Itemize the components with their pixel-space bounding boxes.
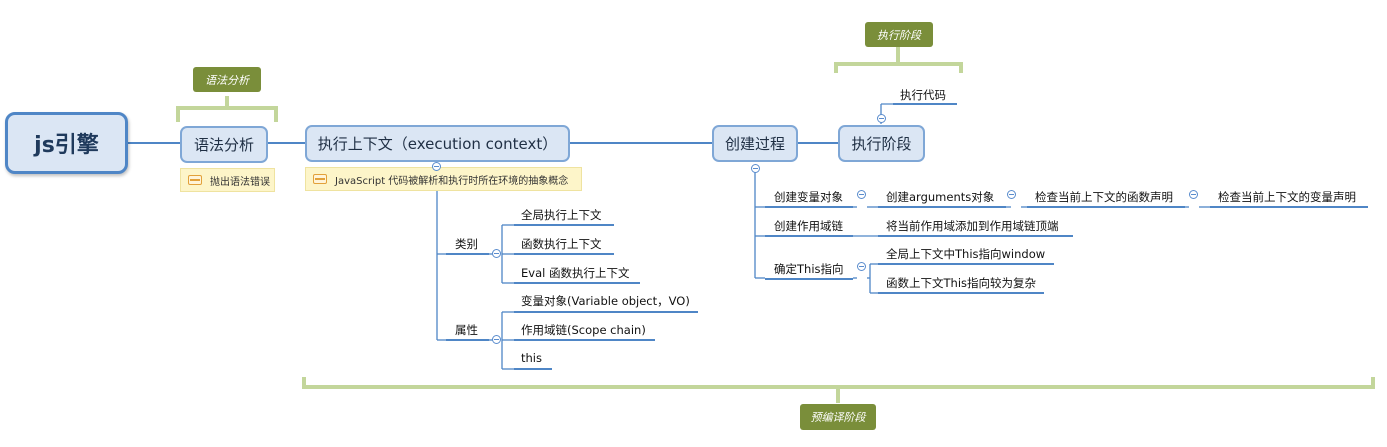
prop-item[interactable]: 变量对象(Variable object，VO) — [521, 294, 690, 308]
underline — [878, 235, 1073, 237]
tag-precompile: 预编译阶段 — [800, 404, 876, 430]
underline — [514, 224, 614, 226]
note-syntax: 抛出语法错误 — [180, 168, 275, 192]
var-step[interactable]: 检查当前上下文的变量声明 — [1218, 190, 1356, 204]
collapse-icon[interactable] — [492, 335, 501, 344]
create-this[interactable]: 确定This指向 — [774, 262, 844, 276]
collapse-icon[interactable] — [432, 162, 441, 171]
underline — [1210, 206, 1368, 208]
collapse-icon[interactable] — [1007, 190, 1016, 199]
underline — [878, 292, 1044, 294]
underline — [514, 368, 552, 370]
collapse-icon[interactable] — [857, 262, 866, 271]
underline — [878, 206, 1006, 208]
note-context-text: JavaScript 代码被解析和执行时所在环境的抽象概念 — [335, 175, 569, 187]
collapse-icon[interactable] — [857, 190, 866, 199]
note-context: JavaScript 代码被解析和执行时所在环境的抽象概念 — [305, 167, 582, 191]
node-create[interactable]: 创建过程 — [712, 125, 798, 162]
create-scope-chain[interactable]: 创建作用域链 — [774, 219, 843, 233]
var-step[interactable]: 创建arguments对象 — [886, 190, 995, 204]
underline — [514, 253, 614, 255]
collapse-icon[interactable] — [877, 114, 886, 123]
type-item[interactable]: 函数执行上下文 — [521, 237, 602, 251]
underline — [514, 282, 640, 284]
note-icon — [188, 175, 202, 185]
tag-exec: 执行阶段 — [865, 22, 933, 47]
underline — [765, 278, 853, 280]
underline — [765, 206, 853, 208]
collapse-icon[interactable] — [751, 164, 760, 173]
underline — [765, 235, 853, 237]
underline — [893, 103, 957, 105]
this-item[interactable]: 全局上下文中This指向window — [886, 247, 1046, 261]
node-exec[interactable]: 执行阶段 — [838, 125, 925, 162]
var-step[interactable]: 检查当前上下文的函数声明 — [1035, 190, 1173, 204]
underline — [514, 311, 698, 313]
underline — [446, 253, 489, 255]
collapse-icon[interactable] — [1189, 190, 1198, 199]
underline — [1027, 206, 1185, 208]
branch-types[interactable]: 类别 — [455, 237, 478, 251]
type-item[interactable]: 全局执行上下文 — [521, 208, 602, 222]
prop-item[interactable]: 作用域链(Scope chain) — [521, 323, 646, 337]
underline — [446, 339, 489, 341]
create-var-object[interactable]: 创建变量对象 — [774, 190, 843, 204]
underline — [878, 263, 1054, 265]
note-syntax-text: 抛出语法错误 — [210, 176, 270, 188]
root-node[interactable]: js引擎 — [5, 112, 128, 174]
collapse-icon[interactable] — [492, 249, 501, 258]
tag-syntax: 语法分析 — [193, 67, 261, 92]
prop-item[interactable]: this — [521, 351, 542, 365]
branch-props[interactable]: 属性 — [455, 323, 478, 337]
note-icon — [313, 174, 327, 184]
type-item[interactable]: Eval 函数执行上下文 — [521, 266, 630, 280]
node-context[interactable]: 执行上下文（execution context） — [305, 125, 570, 162]
underline — [514, 339, 655, 341]
this-item[interactable]: 函数上下文This指向较为复杂 — [886, 276, 1036, 290]
scope-detail[interactable]: 将当前作用域添加到作用域链顶端 — [886, 219, 1059, 233]
exec-code[interactable]: 执行代码 — [900, 88, 946, 102]
node-syntax[interactable]: 语法分析 — [180, 126, 268, 163]
